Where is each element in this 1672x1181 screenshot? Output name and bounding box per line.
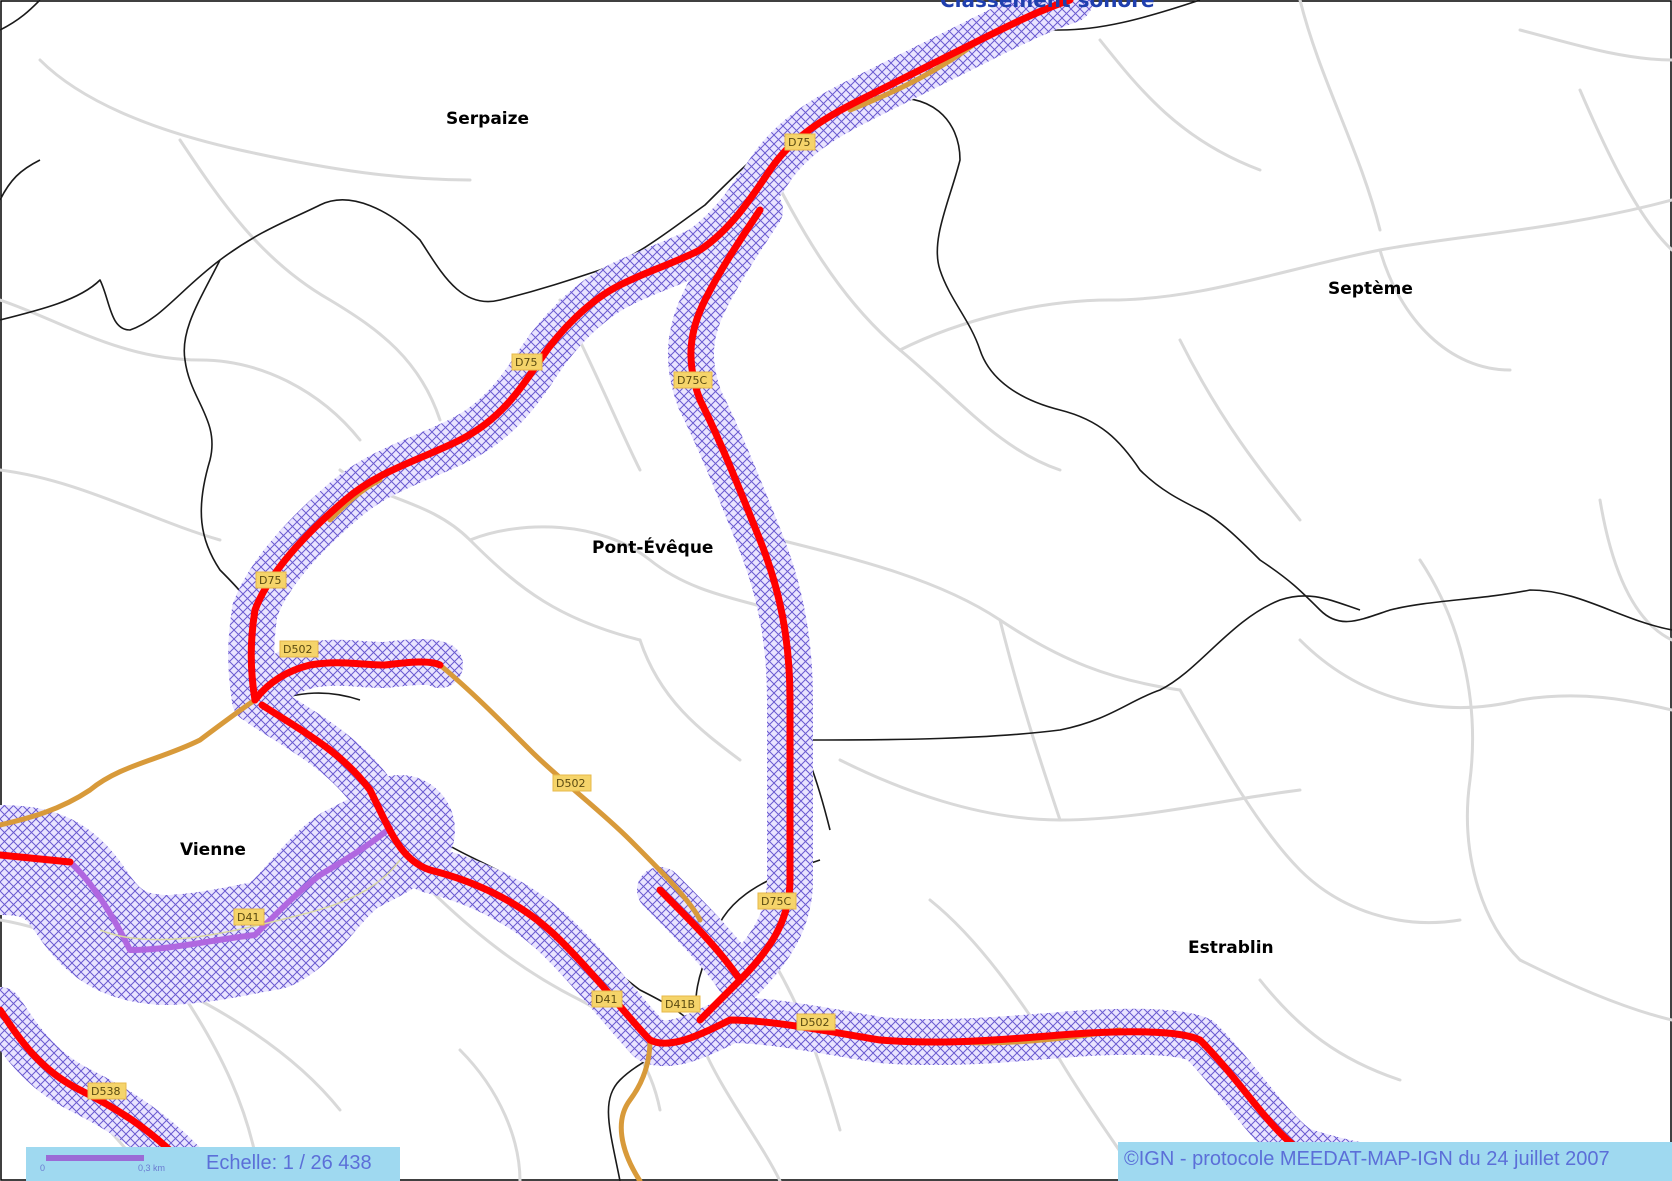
proposed-road bbox=[99, 859, 401, 941]
road-label-d75-b: D75 bbox=[511, 353, 543, 371]
svg-text:D41: D41 bbox=[595, 993, 617, 1006]
svg-text:D41B: D41B bbox=[665, 998, 695, 1011]
svg-text:D41: D41 bbox=[237, 911, 259, 924]
commune-label-estrablin: Estrablin bbox=[1188, 938, 1274, 958]
svg-text:D502: D502 bbox=[800, 1016, 829, 1029]
scale-tick-end: 0,3 km bbox=[138, 1163, 166, 1173]
road-label-d502-b: D502 bbox=[552, 774, 592, 792]
road-label-d75-a: D75 bbox=[784, 133, 816, 151]
road-label-d41-b: D41 bbox=[591, 990, 623, 1008]
road-label-d502-a: D502 bbox=[279, 640, 319, 658]
svg-text:D75: D75 bbox=[788, 136, 810, 149]
road-label-d502-c: D502 bbox=[796, 1013, 836, 1031]
svg-text:D75C: D75C bbox=[761, 895, 791, 908]
svg-text:D502: D502 bbox=[556, 777, 585, 790]
svg-text:D502: D502 bbox=[283, 643, 312, 656]
road-label-d41b: D41B bbox=[661, 995, 701, 1013]
scale-text: Echelle: 1 / 26 438 bbox=[206, 1152, 372, 1174]
scale-box: 0 0,3 km Echelle: 1 / 26 438 bbox=[26, 1147, 400, 1181]
road-label-d75-c: D75 bbox=[255, 571, 287, 589]
road-label-d41-a: D41 bbox=[233, 908, 265, 926]
copyright-text: ©IGN - protocole MEEDAT-MAP-IGN du 24 ju… bbox=[1124, 1148, 1610, 1170]
svg-text:D75: D75 bbox=[515, 356, 537, 369]
map-title: Classement sonore bbox=[940, 0, 1155, 12]
road-label-d75c-a: D75C bbox=[673, 371, 713, 389]
road-label-d75c-b: D75C bbox=[757, 892, 797, 910]
road-label-d538: D538 bbox=[87, 1082, 127, 1100]
commune-label-septeme: Septème bbox=[1328, 279, 1413, 299]
purple-road bbox=[67, 825, 393, 953]
scale-bar bbox=[46, 1155, 144, 1161]
svg-text:D75C: D75C bbox=[677, 374, 707, 387]
scale-tick-start: 0 bbox=[40, 1163, 46, 1173]
copyright-box: ©IGN - protocole MEEDAT-MAP-IGN du 24 ju… bbox=[1118, 1142, 1672, 1181]
commune-label-pont-eveque: Pont-Évêque bbox=[592, 536, 713, 558]
commune-label-vienne: Vienne bbox=[180, 840, 246, 860]
commune-label-serpaize: Serpaize bbox=[446, 109, 529, 129]
svg-text:D75: D75 bbox=[259, 574, 281, 587]
svg-text:D538: D538 bbox=[91, 1085, 120, 1098]
